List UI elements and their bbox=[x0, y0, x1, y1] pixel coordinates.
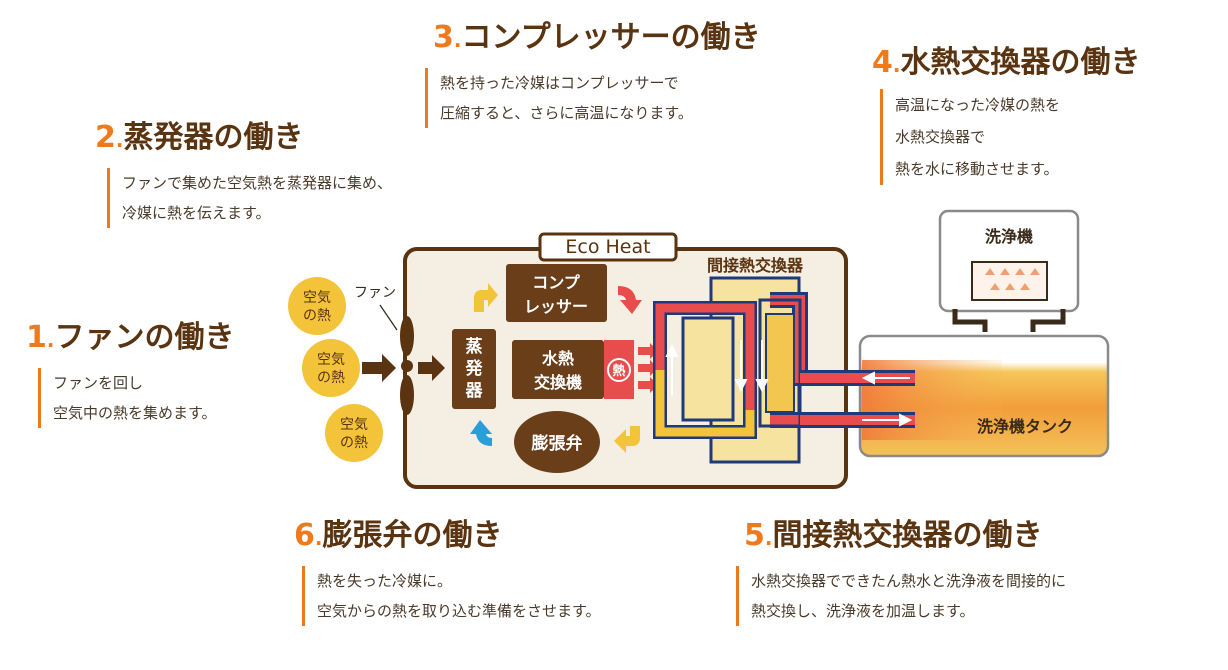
step-2-description: ファンで集めた空気熱を蒸発器に集め、 冷媒に熱を伝えます。 bbox=[107, 168, 392, 228]
fan-pointer bbox=[379, 304, 398, 331]
step-3: 3.コンプレッサーの働き 熱を持った冷媒はコンプレッサーで 圧縮すると、さらに高… bbox=[425, 20, 761, 128]
step-3-description: 熱を持った冷媒はコンプレッサーで 圧縮すると、さらに高温になります。 bbox=[425, 68, 761, 128]
air-heat-circle-mid bbox=[302, 339, 360, 397]
indirect-hx-label: 間接熱交換器 bbox=[707, 256, 804, 275]
air-heat-bottom-line1: 空気 bbox=[340, 417, 368, 433]
step-4-description: 高温になった冷媒の熱を 水熱交換器で 熱を水に移動させます。 bbox=[880, 89, 1140, 185]
evaporator-char2: 発 bbox=[465, 358, 484, 379]
cycle-arrow-down-left-icon bbox=[614, 426, 640, 453]
step-4-title: 4.水熱交換器の働き bbox=[872, 45, 1141, 80]
step-3-line-1: 熱を持った冷媒はコンプレッサーで bbox=[440, 74, 679, 92]
step-3-title: 3.コンプレッサーの働き bbox=[433, 20, 761, 55]
washer-tank-label: 洗浄機タンク bbox=[977, 417, 1073, 436]
step-2: 2.蒸発器の働き ファンで集めた空気熱を蒸発器に集め、 冷媒に熱を伝えます。 bbox=[95, 120, 392, 228]
step-4-line-1: 高温になった冷媒の熱を bbox=[895, 96, 1061, 114]
step-3-line-2: 圧縮すると、さらに高温になります。 bbox=[440, 104, 693, 122]
step-6-line-1: 熱を失った冷媒に。 bbox=[317, 572, 453, 590]
heat-badge bbox=[607, 358, 631, 382]
heat-badge-label: 熱 bbox=[612, 363, 625, 379]
eco-heat-label: Eco Heat bbox=[565, 236, 650, 258]
expansion-valve-label: 膨張弁 bbox=[532, 433, 583, 454]
evaporator bbox=[452, 329, 496, 409]
compressor bbox=[506, 264, 607, 322]
air-heat-mid-line1: 空気 bbox=[317, 352, 345, 368]
cycle-arrow-up-right-icon bbox=[474, 283, 498, 312]
step-5: 5.間接熱交換器の働き 水熱交換器でできたん熱水と洗浄液を間接的に 熱交換し、洗… bbox=[736, 518, 1066, 626]
water-hx-line1: 水熱 bbox=[542, 349, 574, 368]
air-heat-circle-top bbox=[288, 277, 346, 335]
step-4-line-3: 熱を水に移動させます。 bbox=[895, 160, 1059, 178]
eco-heat-label-box bbox=[538, 232, 678, 262]
fan-icon bbox=[400, 316, 414, 415]
expansion-valve bbox=[514, 411, 600, 473]
step-1-title: 1.ファンの働き bbox=[26, 320, 235, 355]
step-5-description: 水熱交換器でできたん熱水と洗浄液を間接的に 熱交換し、洗浄液を加温します。 bbox=[736, 566, 1066, 626]
step-6-title: 6.膨張弁の働き bbox=[294, 518, 503, 553]
washer-drain-left bbox=[952, 309, 988, 332]
step-4-line-2: 水熱交換器で bbox=[895, 128, 986, 146]
step-4: 4.水熱交換器の働き 高温になった冷媒の熱を 水熱交換器で 熱を水に移動させます… bbox=[872, 45, 1140, 185]
air-heat-top-line1: 空気 bbox=[303, 290, 331, 306]
step-5-line-2: 熱交換し、洗浄液を加温します。 bbox=[751, 602, 975, 620]
step-5-title: 5.間接熱交換器の働き bbox=[744, 518, 1043, 553]
air-heat-bottom-line2: の熱 bbox=[340, 435, 368, 451]
step-6-description: 熱を失った冷媒に。 空気からの熱を取り込む準備をさせます。 bbox=[302, 566, 601, 626]
step-6-line-2: 空気からの熱を取り込む準備をさせます。 bbox=[317, 602, 601, 620]
washer-drain-right bbox=[1030, 309, 1066, 332]
air-heat-top-line2: の熱 bbox=[303, 308, 331, 324]
compressor-line1: コンプ bbox=[532, 273, 581, 292]
water-heat-exchanger bbox=[512, 340, 604, 399]
step-6: 6.膨張弁の働き 熱を失った冷媒に。 空気からの熱を取り込む準備をさせます。 bbox=[294, 518, 601, 626]
washer-label: 洗浄機 bbox=[985, 227, 1033, 246]
compressor-line2: レッサー bbox=[524, 297, 588, 316]
evaporator-char3: 器 bbox=[465, 381, 484, 401]
air-heat-mid-line2: の熱 bbox=[317, 370, 345, 386]
water-hx-line2: 交換機 bbox=[534, 373, 582, 392]
cycle-arrow-down-right-icon bbox=[618, 286, 642, 314]
step-1-line-2: 空気中の熱を集めます。 bbox=[53, 404, 217, 422]
step-2-title: 2.蒸発器の働き bbox=[95, 120, 304, 155]
evaporator-char1: 蒸 bbox=[466, 337, 483, 357]
cycle-arrow-up-left-icon bbox=[470, 420, 492, 446]
washer-window bbox=[971, 261, 1048, 301]
step-5-line-1: 水熱交換器でできたん熱水と洗浄液を間接的に bbox=[751, 572, 1067, 590]
spray-icon bbox=[985, 268, 1040, 290]
fan-label: ファン bbox=[354, 285, 396, 301]
step-1-description: ファンを回し 空気中の熱を集めます。 bbox=[38, 368, 234, 428]
step-2-line-2: 冷媒に熱を伝えます。 bbox=[122, 204, 271, 222]
air-heat-circle-bottom bbox=[325, 404, 383, 462]
step-2-line-1: ファンで集めた空気熱を蒸発器に集め、 bbox=[122, 174, 393, 192]
fan-to-evaporator-arrow-icon bbox=[418, 355, 445, 381]
step-1-line-1: ファンを回し bbox=[53, 374, 144, 392]
step-1: 1.ファンの働き ファンを回し 空気中の熱を集めます。 bbox=[26, 320, 234, 428]
air-arrow-icon bbox=[362, 354, 396, 382]
